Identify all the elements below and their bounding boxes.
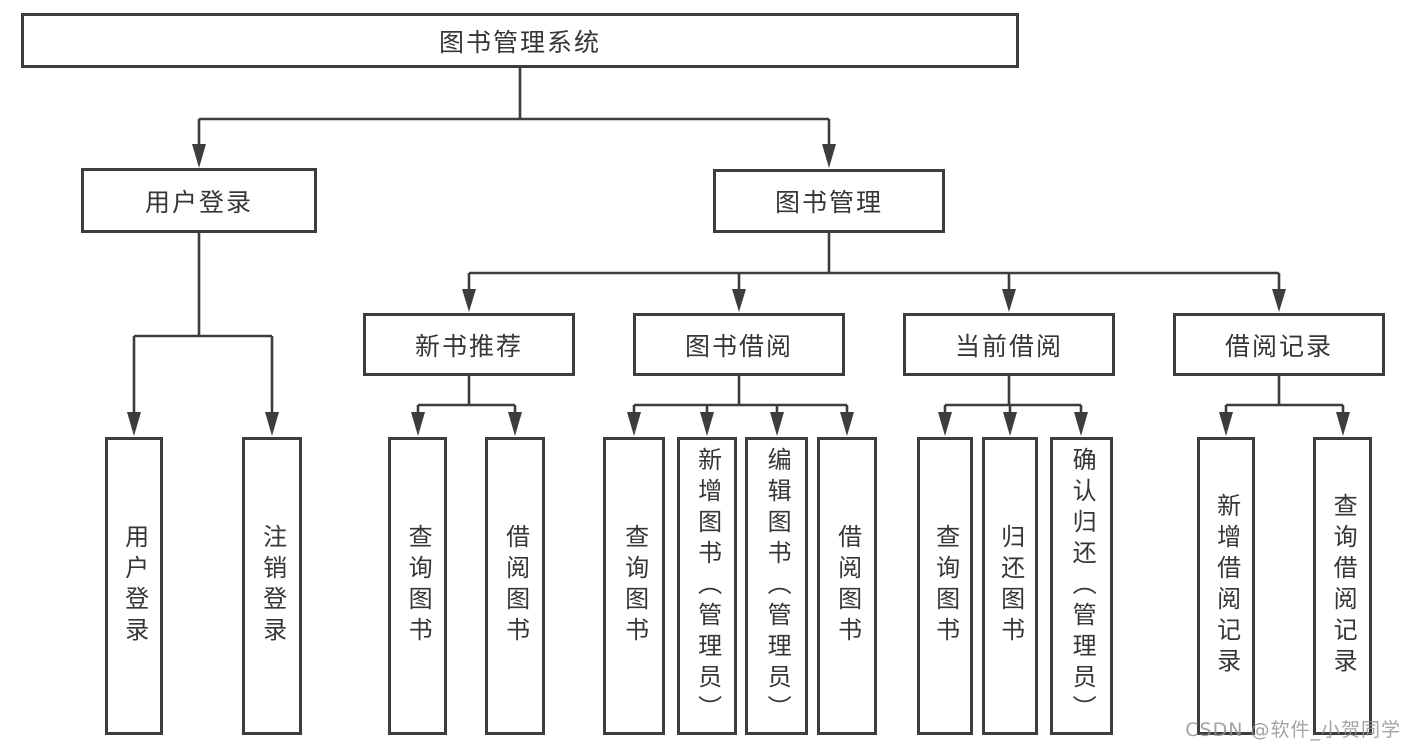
node-borrowing-records: 借阅记录 — [1173, 313, 1385, 376]
node-label: 新书推荐 — [414, 331, 523, 361]
arrowhead — [1336, 412, 1350, 436]
leaf-return-books: 归还图书 — [982, 437, 1038, 735]
edge-root-to-level2 — [197, 68, 831, 146]
leaf-add-borrow-record: 新增借阅记录 — [1197, 437, 1255, 735]
node-user-login: 用户登录 — [81, 168, 317, 233]
arrowhead — [822, 144, 836, 168]
node-label: 图书管理 — [774, 188, 883, 217]
node-label: 图书管理系统 — [438, 27, 601, 57]
leaf-query-books-recommend: 查询图书 — [388, 437, 447, 735]
node-label: 借阅记录 — [1224, 331, 1333, 361]
arrowhead — [1219, 412, 1233, 436]
edge-borrowrecords-to-leaves — [1224, 376, 1345, 415]
node-label: 新增借阅记录 — [1212, 493, 1241, 679]
node-label: 借阅图书 — [833, 524, 862, 648]
arrowhead — [192, 144, 206, 168]
node-new-book-recommendation: 新书推荐 — [363, 313, 575, 376]
node-label: 确认归还（管理员） — [1068, 446, 1097, 726]
leaf-user-login: 用户登录 — [105, 437, 163, 735]
leaf-add-books-admin: 新增图书（管理员） — [677, 437, 737, 735]
node-label: 新增图书（管理员） — [693, 446, 722, 726]
leaf-query-books-borrowing: 查询图书 — [603, 437, 665, 735]
arrowhead — [1002, 289, 1016, 312]
leaf-query-borrow-record: 查询借阅记录 — [1313, 437, 1372, 735]
arrowhead — [1074, 412, 1088, 436]
arrowhead — [700, 412, 714, 436]
arrowhead — [840, 412, 854, 436]
node-label: 用户登录 — [120, 524, 149, 648]
node-label: 编辑图书（管理员） — [763, 446, 792, 726]
leaf-confirm-return-admin: 确认归还（管理员） — [1050, 437, 1113, 735]
arrowhead — [732, 289, 746, 312]
node-label: 查询图书 — [931, 524, 960, 648]
leaf-edit-books-admin: 编辑图书（管理员） — [745, 437, 808, 735]
node-label: 查询图书 — [404, 524, 433, 648]
edge-currentborrow-to-leaves — [943, 376, 1083, 415]
node-book-borrowing: 图书借阅 — [633, 313, 845, 376]
node-label: 借阅图书 — [501, 524, 530, 648]
node-label: 查询借阅记录 — [1329, 493, 1358, 679]
arrowhead — [265, 412, 279, 436]
arrowhead — [508, 412, 522, 436]
edge-bookmgmt-to-level3 — [467, 233, 1281, 291]
arrowhead — [627, 412, 641, 436]
arrowhead — [770, 412, 784, 436]
node-current-borrowing: 当前借阅 — [903, 313, 1115, 376]
arrowhead — [411, 412, 425, 436]
leaf-borrow-books-recommend: 借阅图书 — [485, 437, 545, 735]
leaf-borrow-books-borrowing: 借阅图书 — [817, 437, 877, 735]
leaf-logout-login: 注销登录 — [242, 437, 302, 735]
node-label: 归还图书 — [996, 524, 1025, 648]
edge-userlogin-to-leaves — [132, 233, 274, 415]
arrowhead — [127, 412, 141, 436]
node-label: 图书借阅 — [684, 331, 793, 361]
node-label: 查询图书 — [620, 524, 649, 648]
arrowhead — [1003, 412, 1017, 436]
node-label: 当前借阅 — [954, 331, 1063, 361]
node-book-management-system: 图书管理系统 — [21, 13, 1019, 68]
node-label: 用户登录 — [144, 187, 253, 217]
node-label: 注销登录 — [258, 524, 287, 648]
node-book-management: 图书管理 — [713, 169, 945, 233]
edge-newbookrec-to-leaves — [416, 376, 517, 415]
leaf-query-books-current: 查询图书 — [917, 437, 973, 735]
watermark: CSDN @软件_小贺同学 — [1185, 719, 1401, 741]
edge-bookborrow-to-leaves — [632, 376, 849, 415]
arrowhead — [938, 412, 952, 436]
arrowhead — [462, 289, 476, 312]
arrowhead — [1272, 289, 1286, 312]
